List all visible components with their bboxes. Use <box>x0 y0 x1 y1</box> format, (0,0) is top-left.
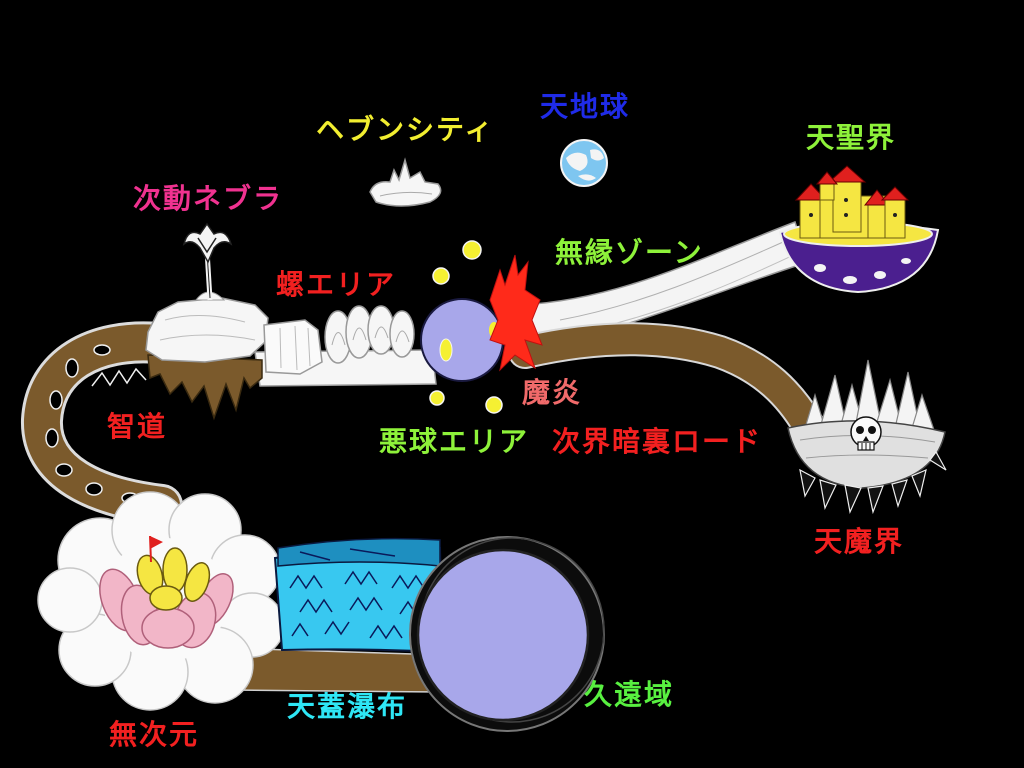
label-nebula: 次動ネブラ <box>133 182 284 215</box>
holy-castle-icon <box>794 165 910 239</box>
label-dark-road: 次界暗裏ロード <box>552 425 763 458</box>
label-demon-flame: 魔炎 <box>522 376 583 409</box>
label-evil-orb-area: 悪球エリア <box>379 425 530 458</box>
lotus-flower-icon <box>99 535 234 649</box>
sky-waterfall <box>273 537 444 654</box>
road-hole <box>65 358 79 378</box>
eternal-domain-sphere <box>409 536 605 732</box>
road-hole <box>45 428 59 448</box>
stalactites <box>147 354 263 421</box>
label-void-zone: 無縁ゾーン <box>555 236 704 269</box>
dark-road <box>508 322 825 442</box>
road-hole <box>49 390 63 410</box>
label-eternal-domain: 久遠域 <box>584 678 675 711</box>
skull-icon <box>850 416 882 451</box>
label-demon-realm: 天魔界 <box>814 525 905 558</box>
label-no-dimension: 無次元 <box>109 718 200 751</box>
yellow-orbs <box>429 240 503 414</box>
tower-ornament-icon <box>182 222 233 264</box>
label-heaven-globe: 天地球 <box>540 90 631 123</box>
globe-icon <box>560 139 608 187</box>
label-wisdom-path: 智道 <box>107 410 168 443</box>
platform-building <box>263 319 323 375</box>
road-hole <box>85 482 103 496</box>
label-heaven-city: ヘブンシティ <box>316 113 495 146</box>
flame-icon <box>489 254 543 372</box>
label-spiral-area: 螺エリア <box>276 268 397 301</box>
heaven-city-icon <box>369 157 442 207</box>
label-sky-waterfall: 天蓋瀑布 <box>287 690 408 723</box>
nebula-platform <box>145 222 323 421</box>
road-hole <box>93 344 111 356</box>
label-holy-realm: 天聖界 <box>806 121 897 154</box>
lower-spikes <box>799 450 947 515</box>
demon-realm-bowl <box>787 359 947 515</box>
road-hole <box>55 463 73 477</box>
spiral-area-shells <box>324 305 415 364</box>
